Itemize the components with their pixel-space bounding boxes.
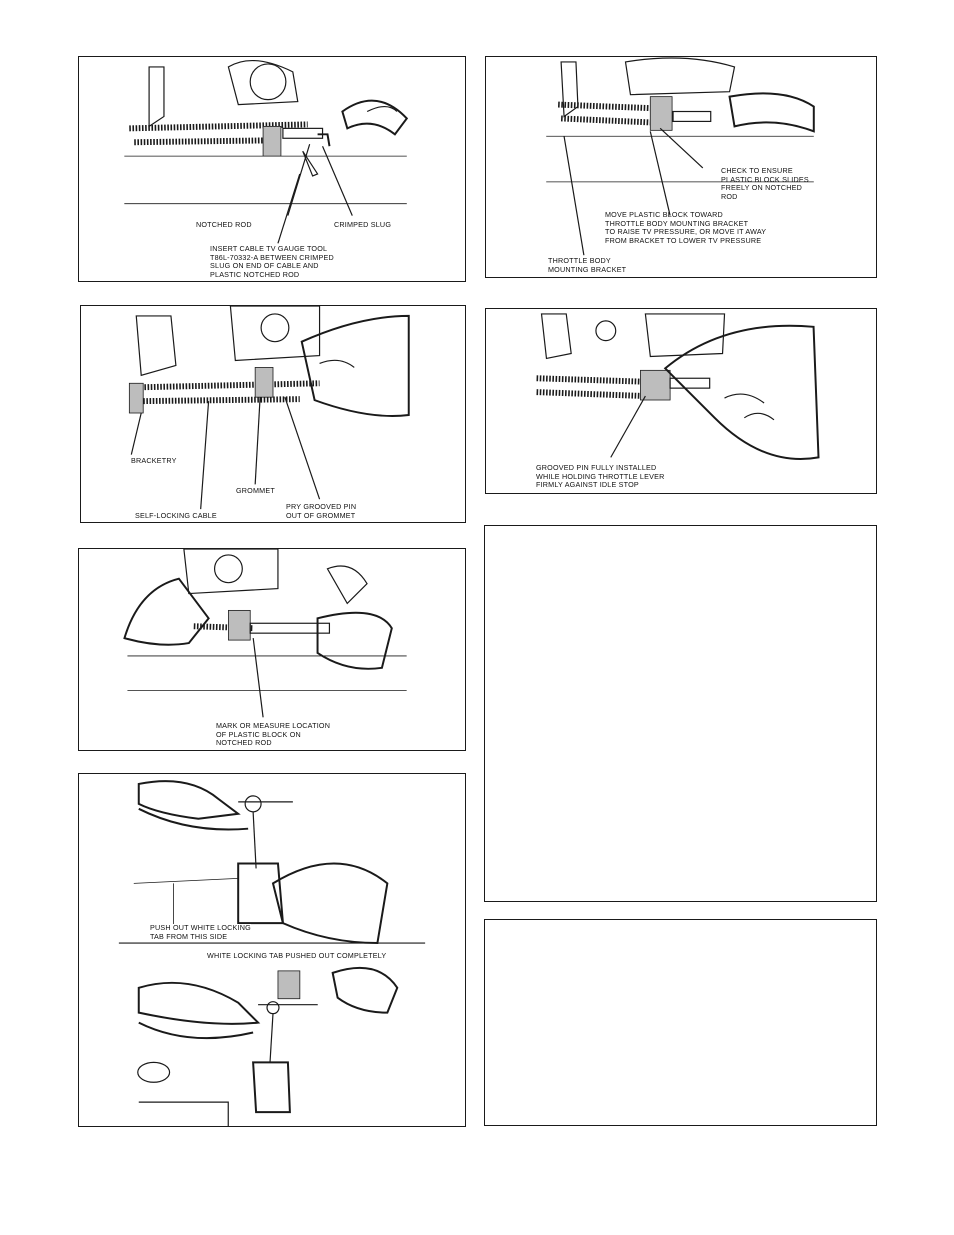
empty-frame-upper [484,525,877,902]
figure-white-locking-tab: PUSH OUT WHITE LOCKING TAB FROM THIS SID… [78,773,466,1127]
figure-crimped-slug: NOTCHED ROD CRIMPED SLUG INSERT CABLE TV… [78,56,466,282]
illustration-idle-stop [536,313,820,461]
label-throttle-body-bracket: THROTTLE BODY MOUNTING BRACKET [548,256,627,274]
label-self-locking-cable: SELF-LOCKING CABLE [135,511,217,520]
label-notched-rod: NOTCHED ROD [196,220,252,229]
illustration-grommet-removal [128,306,410,510]
label-check-block-slides: CHECK TO ENSURE PLASTIC BLOCK SLIDES FRE… [721,166,809,201]
label-insert-gauge-tool: INSERT CABLE TV GAUGE TOOL T86L-70332-A … [210,244,334,279]
figure-mark-plastic-block: MARK OR MEASURE LOCATION OF PLASTIC BLOC… [78,548,466,751]
figure-plastic-block-adjust: CHECK TO ENSURE PLASTIC BLOCK SLIDES FRE… [485,56,877,278]
illustration-locking-tab-removal [118,780,426,1126]
illustration-notched-rod-measure [123,549,407,718]
label-bracketry: BRACKETRY [131,456,177,465]
figure-grooved-pin-installed: GROOVED PIN FULLY INSTALLED WHILE HOLDIN… [485,308,877,494]
label-grooved-pin-installed: GROOVED PIN FULLY INSTALLED WHILE HOLDIN… [536,463,665,490]
figure-self-locking-cable: BRACKETRY GROMMET SELF-LOCKING CABLE PRY… [80,305,466,523]
label-pry-grooved-pin: PRY GROOVED PIN OUT OF GROMMET [286,502,357,520]
illustration-gauge-tool-insertion [124,59,409,244]
empty-frame-lower [484,919,877,1126]
label-move-plastic-block: MOVE PLASTIC BLOCK TOWARD THROTTLE BODY … [605,210,767,245]
illustration-throttle-body-bracket [546,57,815,256]
label-mark-measure-location: MARK OR MEASURE LOCATION OF PLASTIC BLOC… [216,721,331,748]
label-tab-pushed-out: WHITE LOCKING TAB PUSHED OUT COMPLETELY [207,951,387,960]
label-push-out-locking-tab: PUSH OUT WHITE LOCKING TAB FROM THIS SID… [150,923,251,942]
label-grommet: GROMMET [236,486,275,495]
label-crimped-slug: CRIMPED SLUG [334,220,392,229]
